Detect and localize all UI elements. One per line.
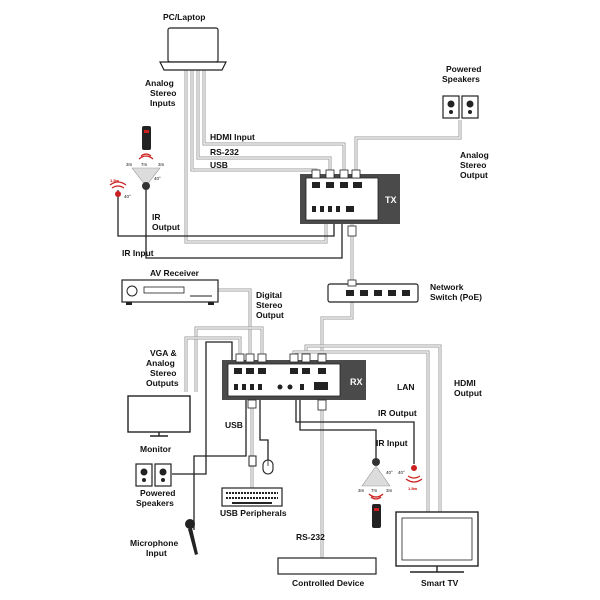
vga-analog-label-2: Analog xyxy=(146,358,175,368)
vga-analog-label-4: Outputs xyxy=(146,378,179,388)
powered-speakers-bottom-label-2: Speakers xyxy=(136,498,174,508)
ir-output-top-label-2: Output xyxy=(152,222,180,232)
ir-receiver-cone-top xyxy=(131,167,161,190)
ir-angle-top: 40° xyxy=(154,176,161,181)
analog-stereo-inputs-label-3: Inputs xyxy=(150,98,176,108)
analog-stereo-output-label-1: Analog xyxy=(460,150,489,160)
powered-speakers-top xyxy=(442,95,479,119)
ir-input-top-label: IR Input xyxy=(122,248,154,258)
connector-plugs xyxy=(235,169,361,411)
hdmi-output-label-1: HDMI xyxy=(454,378,476,388)
mouse-icon xyxy=(262,459,274,475)
digital-stereo-output-label-2: Stereo xyxy=(256,300,282,310)
powered-speakers-bottom-label-1: Powered xyxy=(140,488,175,498)
rx-label: RX xyxy=(350,377,363,387)
controlled-device xyxy=(277,557,377,575)
ir-signal-icon-top xyxy=(138,153,154,160)
tx-transmitter xyxy=(300,174,400,224)
av-receiver xyxy=(121,279,219,305)
monitor xyxy=(127,395,191,437)
lan-label: LAN xyxy=(397,382,414,392)
av-receiver-label: AV Receiver xyxy=(150,268,200,278)
microphone-icon xyxy=(185,519,198,555)
rx-receiver xyxy=(222,360,366,400)
pc-laptop xyxy=(159,27,227,71)
usb-peripherals-label: USB Peripherals xyxy=(220,508,287,518)
ir-emitter-angle-top: 40° xyxy=(124,194,131,199)
ir-emitter-bottom xyxy=(405,465,423,483)
ir-range-right-bottom: 3m xyxy=(386,488,393,493)
network-switch-label-1: Network xyxy=(430,282,464,292)
ir-remote-bottom xyxy=(372,504,381,528)
usb-bottom-label: USB xyxy=(225,420,243,430)
rs232-top-label: RS-232 xyxy=(210,147,239,157)
usb-top-label: USB xyxy=(210,160,228,170)
monitor-label: Monitor xyxy=(140,444,172,454)
ir-range-center-top: 7m xyxy=(141,162,148,167)
smart-tv xyxy=(395,511,479,573)
rs232-bottom-label: RS-232 xyxy=(296,532,325,542)
ir-range-center-bottom: 7m xyxy=(371,488,378,493)
network-switch-label-2: Switch (PoE) xyxy=(430,292,482,302)
ir-input-bottom-label: IR Input xyxy=(376,438,408,448)
ir-range-left-bottom: 3m xyxy=(358,488,365,493)
pc-laptop-label: PC/Laptop xyxy=(163,12,206,22)
analog-stereo-inputs-label-2: Stereo xyxy=(150,88,176,98)
hdmi-input-label: HDMI Input xyxy=(210,132,255,142)
ir-signal-icon-bottom xyxy=(368,493,384,500)
ir-emitter-angle-bottom: 40° xyxy=(398,470,405,475)
ir-emitter-range-bottom: 1.5m xyxy=(408,486,418,491)
ir-range-right-top: 3m xyxy=(158,162,165,167)
powered-speakers-top-label-2: Speakers xyxy=(442,74,480,84)
microphone-input-label-1: Microphone xyxy=(130,538,178,548)
keyboard-icon xyxy=(221,487,283,507)
analog-stereo-output-label-2: Stereo xyxy=(460,160,486,170)
vga-analog-label-1: VGA & xyxy=(150,348,177,358)
analog-stereo-inputs-label-1: Analog xyxy=(145,78,174,88)
digital-stereo-output-label-1: Digital xyxy=(256,290,282,300)
ir-remote-top xyxy=(142,126,151,150)
tx-label: TX xyxy=(385,195,397,205)
smart-tv-label: Smart TV xyxy=(421,578,459,588)
microphone-input-label-2: Input xyxy=(146,548,167,558)
cables xyxy=(184,70,462,560)
ir-emitter-range-top: 1.5m xyxy=(110,178,120,183)
ir-range-left-top: 3m xyxy=(126,162,133,167)
wires xyxy=(117,186,415,530)
ir-output-bottom-label: IR Output xyxy=(378,408,417,418)
digital-stereo-output-label-3: Output xyxy=(256,310,284,320)
powered-speakers-bottom xyxy=(135,463,172,487)
powered-speakers-top-label-1: Powered xyxy=(446,64,481,74)
ir-receiver-cone-bottom xyxy=(361,458,391,487)
vga-analog-label-3: Stereo xyxy=(150,368,176,378)
ir-output-top-label-1: IR xyxy=(152,212,161,222)
usb-connector-icon xyxy=(248,455,257,467)
controlled-device-label: Controlled Device xyxy=(292,578,365,588)
network-switch xyxy=(327,283,419,303)
ir-angle-bottom: 40° xyxy=(386,470,393,475)
ir-emitter-top xyxy=(109,181,127,197)
hdmi-output-label-2: Output xyxy=(454,388,482,398)
analog-stereo-output-label-3: Output xyxy=(460,170,488,180)
